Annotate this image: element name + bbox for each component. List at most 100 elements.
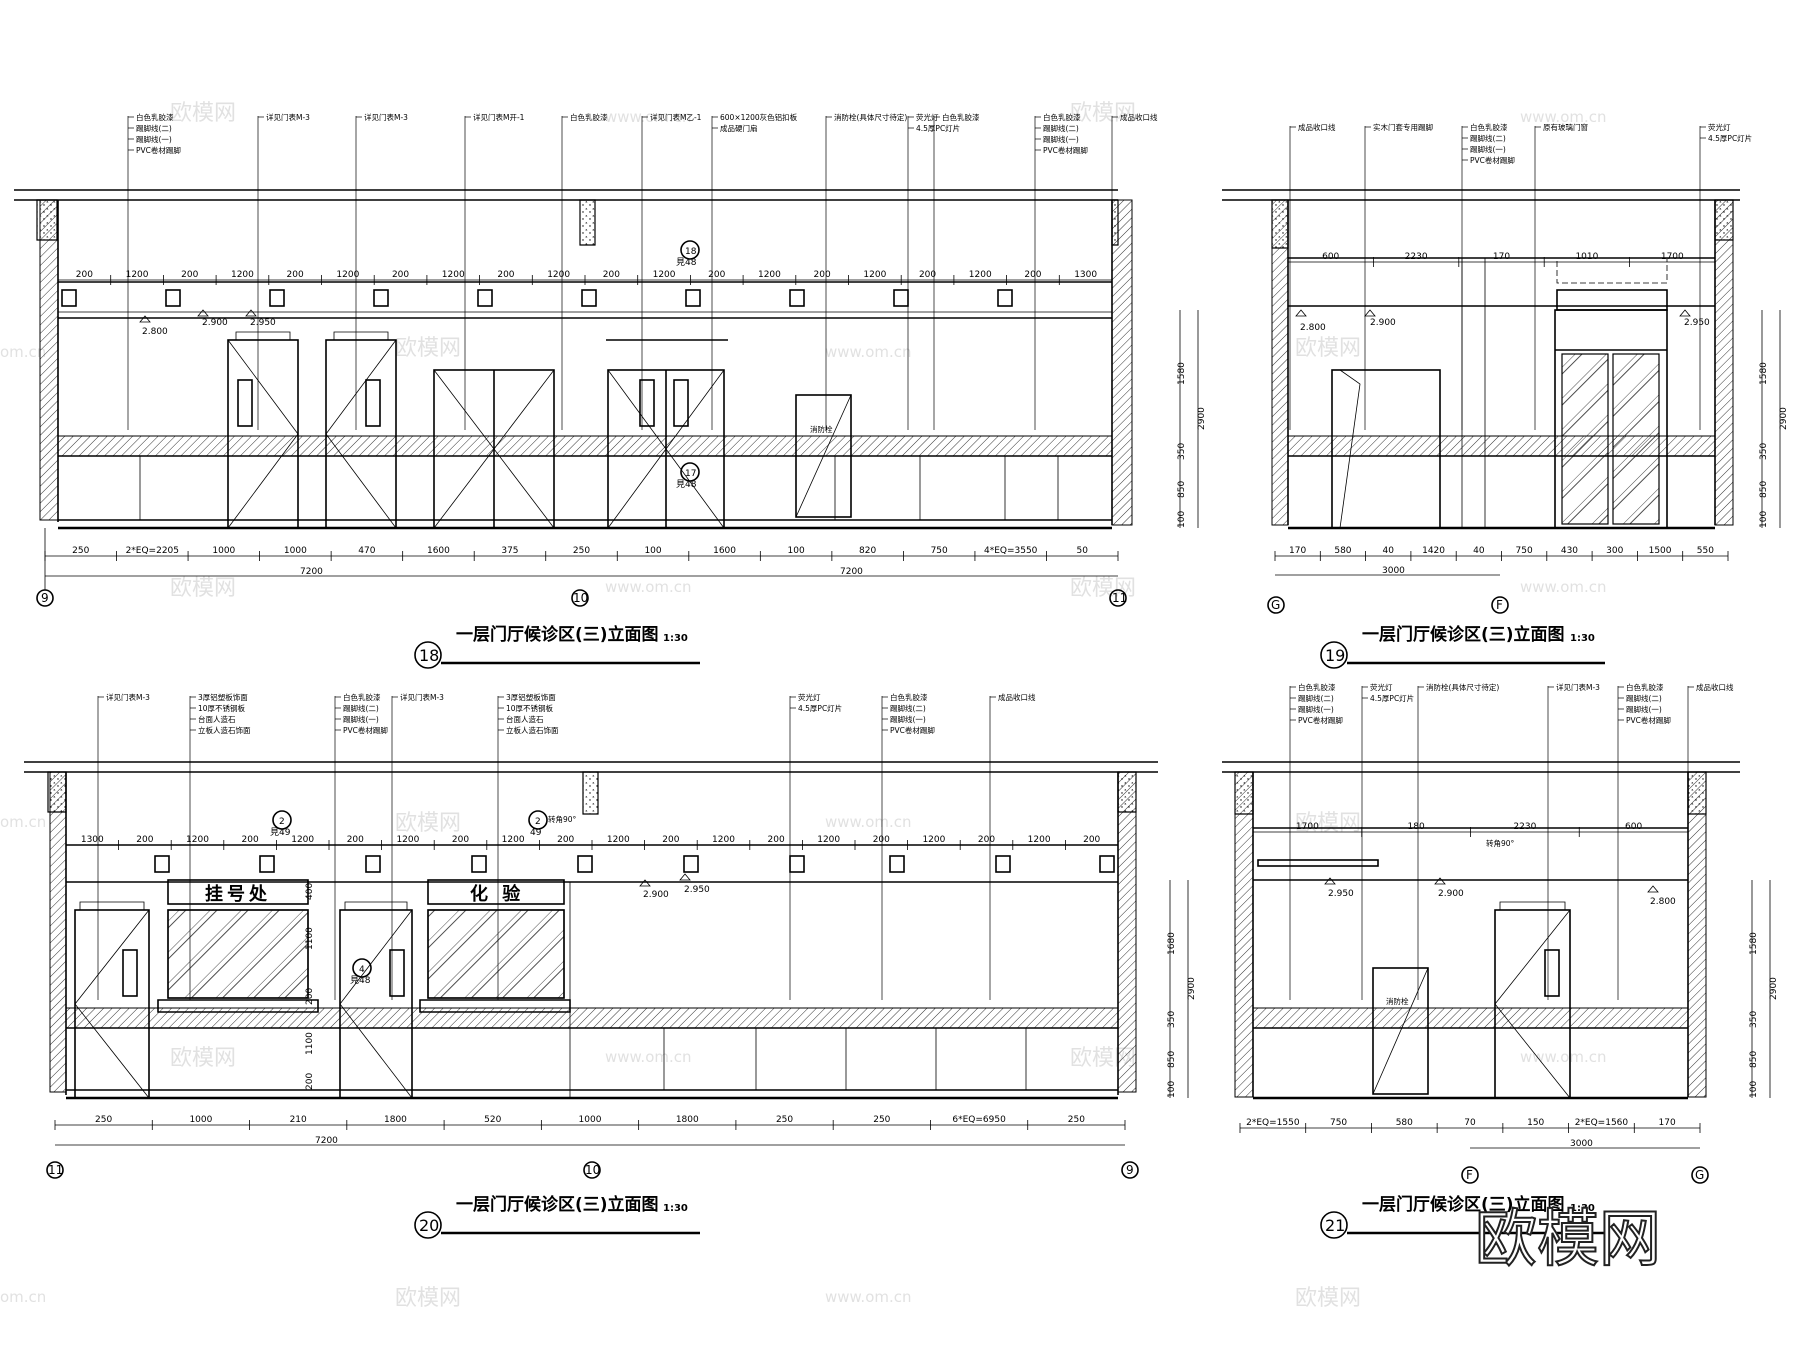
top-dim: 200	[919, 270, 936, 280]
leader-notes-21: 白色乳胶漆踢脚线(二)踢脚线(一)PVC卷材踢脚荧光灯4.5厚PC灯片消防栓(具…	[1289, 682, 1734, 1000]
bottom-dim: 750	[931, 546, 948, 556]
inner-dim: 200	[305, 988, 315, 1005]
grid-axis-bubble	[1109, 589, 1127, 607]
leader-note: 原有玻璃门窗	[1543, 122, 1588, 132]
svg-text:9: 9	[1126, 1163, 1134, 1177]
top-dim: 1700	[1661, 252, 1684, 262]
svg-text:G: G	[1271, 598, 1280, 612]
svg-text:見48: 見48	[350, 975, 371, 986]
total-dim: 3000	[1382, 566, 1405, 576]
watermark-cn: 欧模网	[1295, 336, 1361, 361]
top-dim: 200	[287, 270, 304, 280]
top-dim: 200	[978, 835, 995, 845]
svg-text:100: 100	[1749, 1081, 1759, 1098]
bottom-dim: 1800	[676, 1115, 699, 1125]
top-dim: 1700	[1296, 822, 1319, 832]
total-dim: 3000	[1570, 1139, 1593, 1149]
top-dim: 1010	[1575, 252, 1598, 262]
bottom-dim: 430	[1561, 546, 1578, 556]
bottom-dim: 300	[1606, 546, 1623, 556]
leader-note: 立板人造石饰面	[506, 725, 559, 735]
leader-note: 踢脚线(一)	[1298, 704, 1334, 714]
watermark-url: www.om.cn	[825, 1288, 912, 1306]
view-number: 20	[419, 1216, 439, 1235]
bottom-dim: 1000	[579, 1115, 602, 1125]
watermark-url: www.om.cn	[825, 343, 912, 361]
leader-note: 台面人造石	[506, 714, 544, 724]
top-dim: 200	[708, 270, 725, 280]
bottom-dim: 1800	[384, 1115, 407, 1125]
leader-note: 荧光灯	[1370, 682, 1393, 692]
bottom-dim: 170	[1289, 546, 1306, 556]
top-dim: 1200	[291, 835, 314, 845]
leader-note: 荧光灯	[916, 112, 939, 122]
bottom-dim: 1000	[189, 1115, 212, 1125]
grid-axis-bubble	[583, 1161, 601, 1179]
leader-note: PVC卷材踢脚	[1626, 715, 1671, 725]
svg-text:2.800: 2.800	[142, 327, 168, 337]
top-dim: 200	[768, 835, 785, 845]
watermark-cn: 欧模网	[395, 1286, 461, 1311]
inner-dim: 1100	[305, 927, 315, 950]
svg-text:2900: 2900	[1779, 407, 1789, 430]
svg-text:10: 10	[585, 1163, 600, 1177]
inner-dim: 1100	[305, 1032, 315, 1055]
view-scale: 1:30	[663, 633, 688, 644]
bottom-dim: 6*EQ=6950	[952, 1115, 1006, 1125]
leader-note: 消防栓(具体尺寸待定)	[834, 112, 907, 122]
leader-note: 荧光灯	[1708, 122, 1731, 132]
watermark-url: www.om.cn	[605, 1048, 692, 1066]
leader-note: 详见门表M-3	[364, 112, 408, 122]
svg-text:2.900: 2.900	[1438, 889, 1464, 899]
top-dim: 1200	[653, 270, 676, 280]
top-dim: 1200	[863, 270, 886, 280]
leader-note: 踢脚线(一)	[1043, 134, 1079, 144]
inner-dim: 200	[305, 1073, 315, 1090]
bottom-dim: 580	[1334, 546, 1351, 556]
svg-text:2.900: 2.900	[643, 890, 669, 900]
watermark-cn: 欧模网	[1295, 1286, 1361, 1311]
view-number: 21	[1325, 1216, 1345, 1235]
top-dim: 1200	[1028, 835, 1051, 845]
ceiling-lights-20	[154, 855, 1115, 873]
top-dim: 200	[557, 835, 574, 845]
watermark-cn: 欧模网	[1070, 576, 1136, 601]
leader-note: 踢脚线(二)	[136, 123, 172, 133]
door-19	[1331, 369, 1441, 529]
rotate-note: 转角90°	[548, 814, 577, 824]
bottom-dim: 1000	[212, 546, 235, 556]
svg-text:17: 17	[685, 469, 696, 479]
bottom-dim: 550	[1697, 546, 1714, 556]
svg-text:見49: 見49	[270, 827, 291, 838]
leader-note: 详见门表M-3	[400, 692, 444, 702]
glass-door-19	[1554, 309, 1668, 529]
leader-note: 踢脚线(二)	[1626, 693, 1662, 703]
elevation-20: 挂号处 化 验 2 見49 2 49	[24, 692, 1197, 1239]
svg-text:850: 850	[1759, 481, 1769, 498]
bottom-dim: 1600	[427, 546, 450, 556]
bottom-dim: 750	[1516, 546, 1533, 556]
top-dim: 200	[136, 835, 153, 845]
leader-note: 4.5厚PC灯片	[798, 703, 842, 713]
leader-note: 详见门表M-3	[106, 692, 150, 702]
leader-note: 成品收口线	[1696, 682, 1734, 692]
leader-note: 4.5厚PC灯片	[1370, 693, 1414, 703]
total-dim: 7200	[840, 567, 863, 577]
bottom-dim: 250	[873, 1115, 890, 1125]
watermark-url: www.om.cn	[1520, 578, 1607, 596]
svg-text:2: 2	[535, 817, 541, 827]
svg-text:F: F	[1496, 598, 1503, 612]
top-dim: 600	[1625, 822, 1642, 832]
bottom-dim: 70	[1464, 1118, 1476, 1128]
bottom-dim: 250	[573, 546, 590, 556]
bottom-dim: 250	[1068, 1115, 1085, 1125]
bottom-dim: 750	[1330, 1118, 1347, 1128]
bottom-dim: 100	[644, 546, 661, 556]
leader-notes-19: 成品收口线实木门套专用踢脚白色乳胶漆踢脚线(二)踢脚线(一)PVC卷材踢脚原有玻…	[1289, 122, 1752, 430]
